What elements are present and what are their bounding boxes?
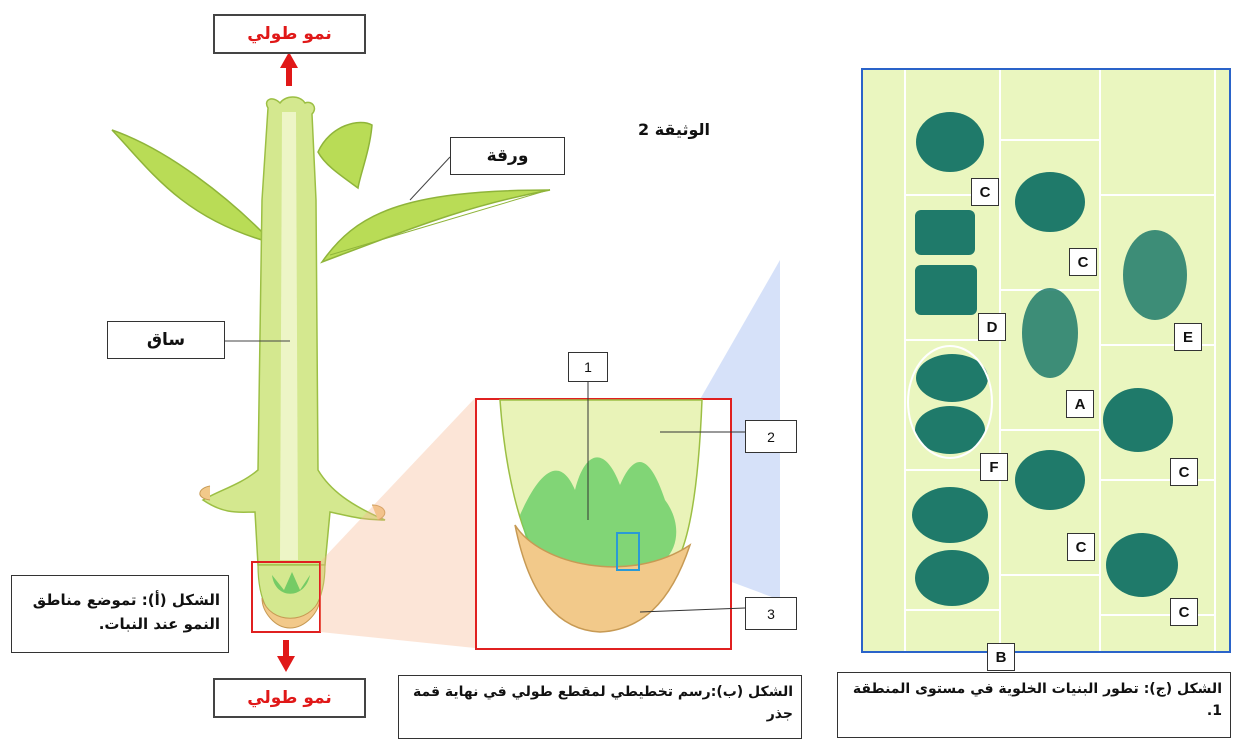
nucleus-d-top: [915, 210, 975, 255]
growth-arrow-down-icon: [277, 640, 295, 672]
zoom-wedge-a-to-b: [320, 398, 475, 648]
nucleus-f-top: [916, 354, 988, 402]
cell-label: B: [987, 643, 1015, 671]
nucleus-c3: [1015, 450, 1085, 510]
figure-b-caption: الشكل (ب):رسم تخطيطي لمقطع طولي في نهاية…: [398, 675, 802, 739]
label-3: 3: [745, 597, 797, 630]
cell-label: E: [1174, 323, 1202, 351]
nucleus-d-bottom: [915, 265, 977, 315]
growth-label-top: نمو طولي: [213, 14, 366, 54]
cell-label: C: [1069, 248, 1097, 276]
cell-label: C: [1170, 598, 1198, 626]
nucleus-c4: [1103, 388, 1173, 452]
cell-label: C: [971, 178, 999, 206]
cell-label: A: [1066, 390, 1094, 418]
stem-label: ساق: [107, 321, 225, 359]
label-1: 1: [568, 352, 608, 382]
growth-arrow-up-icon: [280, 52, 298, 86]
right-leaf: [322, 190, 550, 262]
left-leaf: [112, 130, 262, 240]
upper-right-leaf: [318, 122, 372, 188]
label-2: 2: [745, 420, 797, 453]
cell-label: C: [1067, 533, 1095, 561]
cell-label: F: [980, 453, 1008, 481]
leaf-label: ورقة: [450, 137, 565, 175]
nucleus-c1: [916, 112, 984, 172]
nucleus-e: [1123, 230, 1187, 320]
nucleus-b-top: [912, 487, 988, 543]
growth-label-bottom: نمو طولي: [213, 678, 366, 718]
nucleus-b-bottom: [915, 550, 989, 606]
document-title: الوثيقة 2: [585, 120, 710, 139]
nucleus-a: [1022, 288, 1078, 378]
cell-label: D: [978, 313, 1006, 341]
figure-c-caption: الشكل (ج): تطور البنيات الخلوية في مستوى…: [837, 672, 1231, 738]
cell-label: C: [1170, 458, 1198, 486]
nucleus-c2: [1015, 172, 1085, 232]
nucleus-c5: [1106, 533, 1178, 597]
figure-a-caption: الشكل (أ): تموضع مناطق النمو عند النبات.: [11, 575, 229, 653]
